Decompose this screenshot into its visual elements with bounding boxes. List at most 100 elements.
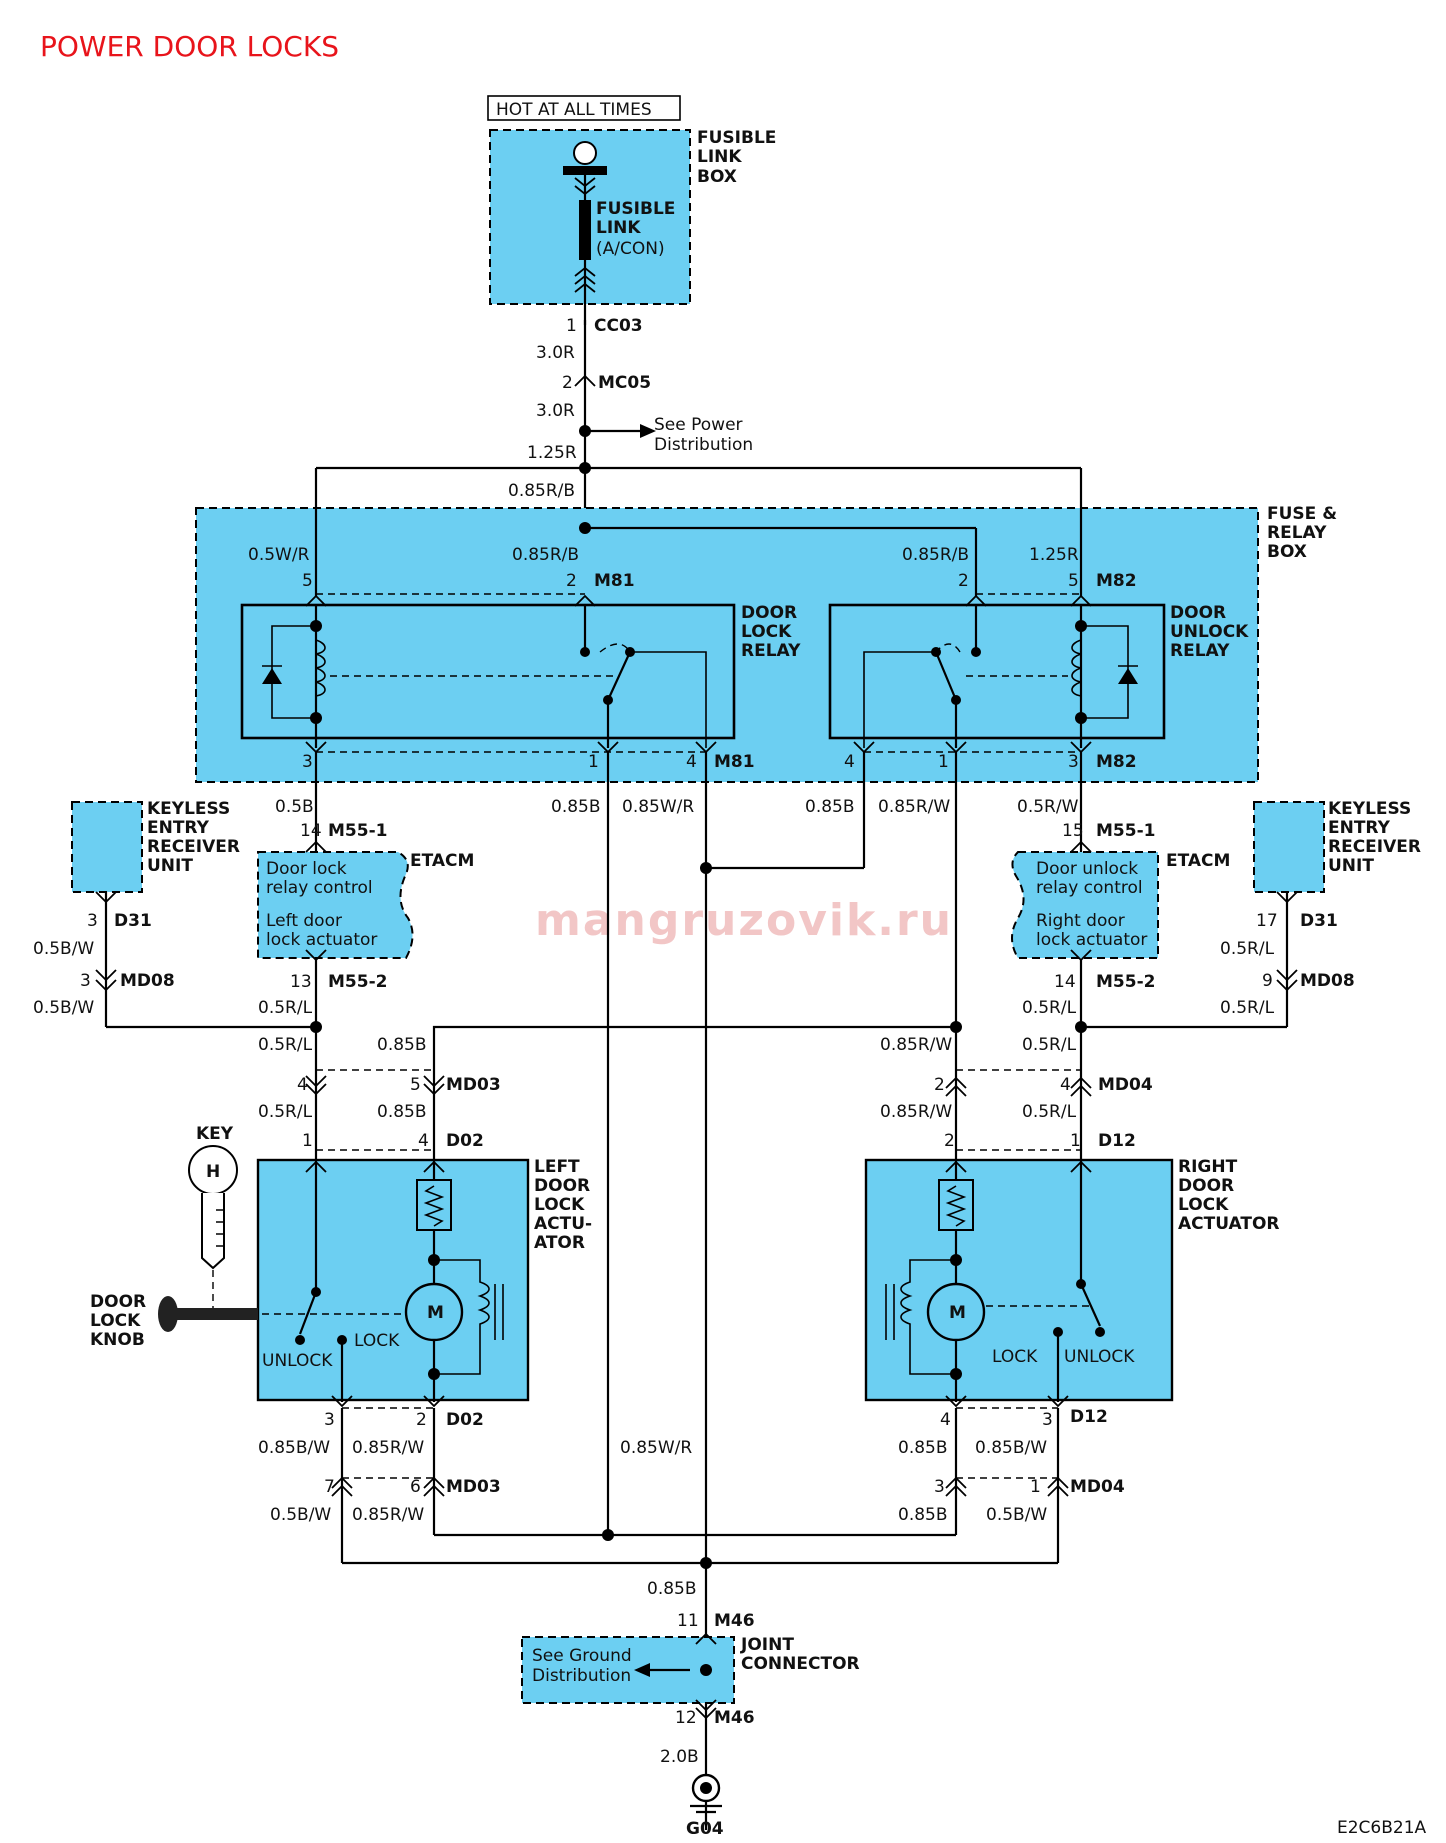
svg-text:4: 4	[1060, 1075, 1071, 1095]
svg-text:5: 5	[1068, 571, 1079, 591]
svg-text:Door unlock: Door unlock	[1036, 859, 1138, 879]
svg-text:0.5B/W: 0.5B/W	[33, 998, 94, 1018]
svg-text:0.5R/W: 0.5R/W	[1017, 797, 1079, 817]
svg-text:0.85W/R: 0.85W/R	[620, 1438, 692, 1458]
svg-text:JOINT: JOINT	[740, 1635, 794, 1655]
hot-at-all-times-frame	[487, 95, 681, 121]
svg-text:0.5R/L: 0.5R/L	[1220, 998, 1275, 1018]
right-actuator-label: RIGHT DOOR LOCK ACTUATOR	[1178, 1157, 1280, 1234]
svg-text:2: 2	[958, 571, 969, 591]
ground-icon	[690, 1773, 722, 1814]
svg-text:0.85B: 0.85B	[377, 1102, 427, 1122]
svg-text:7: 7	[324, 1477, 335, 1497]
svg-text:2: 2	[562, 373, 573, 393]
keyless-entry-receiver-right	[1253, 801, 1325, 893]
svg-text:2: 2	[566, 571, 577, 591]
connector-cc03: CC03	[594, 316, 643, 336]
svg-text:2: 2	[944, 1131, 955, 1151]
connector-m46-bottom: M46	[714, 1708, 755, 1728]
solenoid-resistor-icon-right	[938, 1179, 974, 1231]
svg-text:DOOR: DOOR	[534, 1176, 590, 1196]
svg-text:LOCK: LOCK	[90, 1311, 141, 1331]
svg-text:1: 1	[1070, 1131, 1081, 1151]
svg-text:15: 15	[1062, 821, 1084, 841]
see-power-arrow-icon	[640, 424, 656, 438]
left-door-lock-actuator	[256, 1158, 530, 1402]
svg-text:3: 3	[324, 1410, 335, 1430]
svg-text:0.85B: 0.85B	[377, 1035, 427, 1055]
connector-md04-top: MD04	[1098, 1075, 1153, 1095]
diagram-code: E2C6B21A	[1337, 1818, 1427, 1838]
svg-text:LOCK: LOCK	[741, 622, 792, 642]
svg-text:ATOR: ATOR	[534, 1233, 585, 1253]
joint-connector	[521, 1636, 735, 1704]
svg-text:relay control: relay control	[1036, 878, 1143, 898]
right-field-coil-icon	[900, 1259, 956, 1375]
svg-text:ENTRY: ENTRY	[1328, 818, 1391, 838]
solenoid-resistor-icon	[416, 1179, 452, 1231]
right-unlock-label: UNLOCK	[1064, 1347, 1135, 1367]
svg-text:0.85R/W: 0.85R/W	[880, 1035, 952, 1055]
svg-text:13: 13	[290, 972, 312, 992]
svg-text:0.5B/W: 0.5B/W	[33, 939, 94, 959]
svg-text:UNIT: UNIT	[147, 856, 193, 876]
connector-m55-1-left: M55-1	[328, 821, 387, 841]
svg-text:DOOR: DOOR	[1170, 603, 1226, 623]
svg-text:0.5B/W: 0.5B/W	[270, 1505, 331, 1525]
svg-text:4: 4	[418, 1131, 429, 1151]
svg-text:0.5R/L: 0.5R/L	[1022, 1035, 1077, 1055]
svg-text:BOX: BOX	[697, 167, 737, 187]
svg-text:BOX: BOX	[1267, 542, 1307, 562]
svg-text:0.85R/B: 0.85R/B	[512, 545, 579, 565]
svg-text:0.85B/W: 0.85B/W	[258, 1438, 330, 1458]
svg-text:3.0R: 3.0R	[536, 401, 575, 421]
fuse-relay-box-label: FUSE & RELAY BOX	[1267, 504, 1337, 562]
fusible-link-label: FUSIBLE LINK (A/CON)	[596, 199, 675, 259]
etacm-left-text: Door lock relay control Left door lock a…	[266, 859, 377, 950]
left-field-coil-icon	[434, 1259, 490, 1375]
svg-text:Distribution: Distribution	[532, 1666, 631, 1686]
svg-text:2: 2	[416, 1410, 427, 1430]
svg-text:0.85R/W: 0.85R/W	[878, 797, 950, 817]
connector-md03-bottom: MD03	[446, 1477, 501, 1497]
svg-text:RECEIVER: RECEIVER	[1328, 837, 1421, 857]
svg-text:1: 1	[588, 752, 599, 772]
connector-m55-1-right: M55-1	[1096, 821, 1155, 841]
svg-text:RECEIVER: RECEIVER	[147, 837, 240, 857]
etacm-label-left: ETACM	[410, 851, 474, 871]
svg-text:RIGHT: RIGHT	[1178, 1157, 1238, 1177]
svg-text:14: 14	[1054, 972, 1076, 992]
svg-text:0.85W/R: 0.85W/R	[622, 797, 694, 817]
svg-text:See Power: See Power	[654, 415, 743, 435]
svg-text:lock actuator: lock actuator	[266, 930, 377, 950]
svg-text:FUSE &: FUSE &	[1267, 504, 1337, 524]
svg-text:0.5R/L: 0.5R/L	[1022, 998, 1077, 1018]
svg-text:CONNECTOR: CONNECTOR	[741, 1654, 860, 1674]
door-unlock-relay	[828, 603, 1166, 740]
svg-text:UNIT: UNIT	[1328, 856, 1374, 876]
watermark: mangruzovik.ru	[535, 895, 953, 946]
svg-text:2.0B: 2.0B	[660, 1747, 699, 1767]
keyless-entry-label-right: KEYLESS ENTRY RECEIVER UNIT	[1328, 799, 1421, 876]
svg-text:0.85B/W: 0.85B/W	[975, 1438, 1047, 1458]
connector-m81-top: M81	[594, 571, 635, 591]
svg-text:0.5R/L: 0.5R/L	[1220, 939, 1275, 959]
svg-text:0.85R/W: 0.85R/W	[880, 1102, 952, 1122]
svg-text:ACTU-: ACTU-	[534, 1214, 592, 1234]
connector-d31-right: D31	[1300, 911, 1338, 931]
svg-text:M: M	[427, 1303, 444, 1323]
svg-text:0.85B: 0.85B	[805, 797, 855, 817]
svg-text:KEYLESS: KEYLESS	[1328, 799, 1411, 819]
svg-text:3.0R: 3.0R	[536, 343, 575, 363]
connector-m81-bottom: M81	[714, 752, 755, 772]
svg-text:4: 4	[297, 1075, 308, 1095]
ground-g04-label: G04	[686, 1819, 724, 1839]
door-lock-knob[interactable]	[168, 1308, 258, 1320]
door-lock-relay	[240, 603, 736, 740]
svg-text:LINK: LINK	[596, 218, 641, 238]
see-ground-arrow-icon	[634, 1663, 650, 1677]
hot-at-all-times-label: HOT AT ALL TIMES	[496, 100, 652, 120]
keyless-entry-receiver-left	[71, 801, 143, 893]
svg-text:0.85R/W: 0.85R/W	[352, 1505, 424, 1525]
